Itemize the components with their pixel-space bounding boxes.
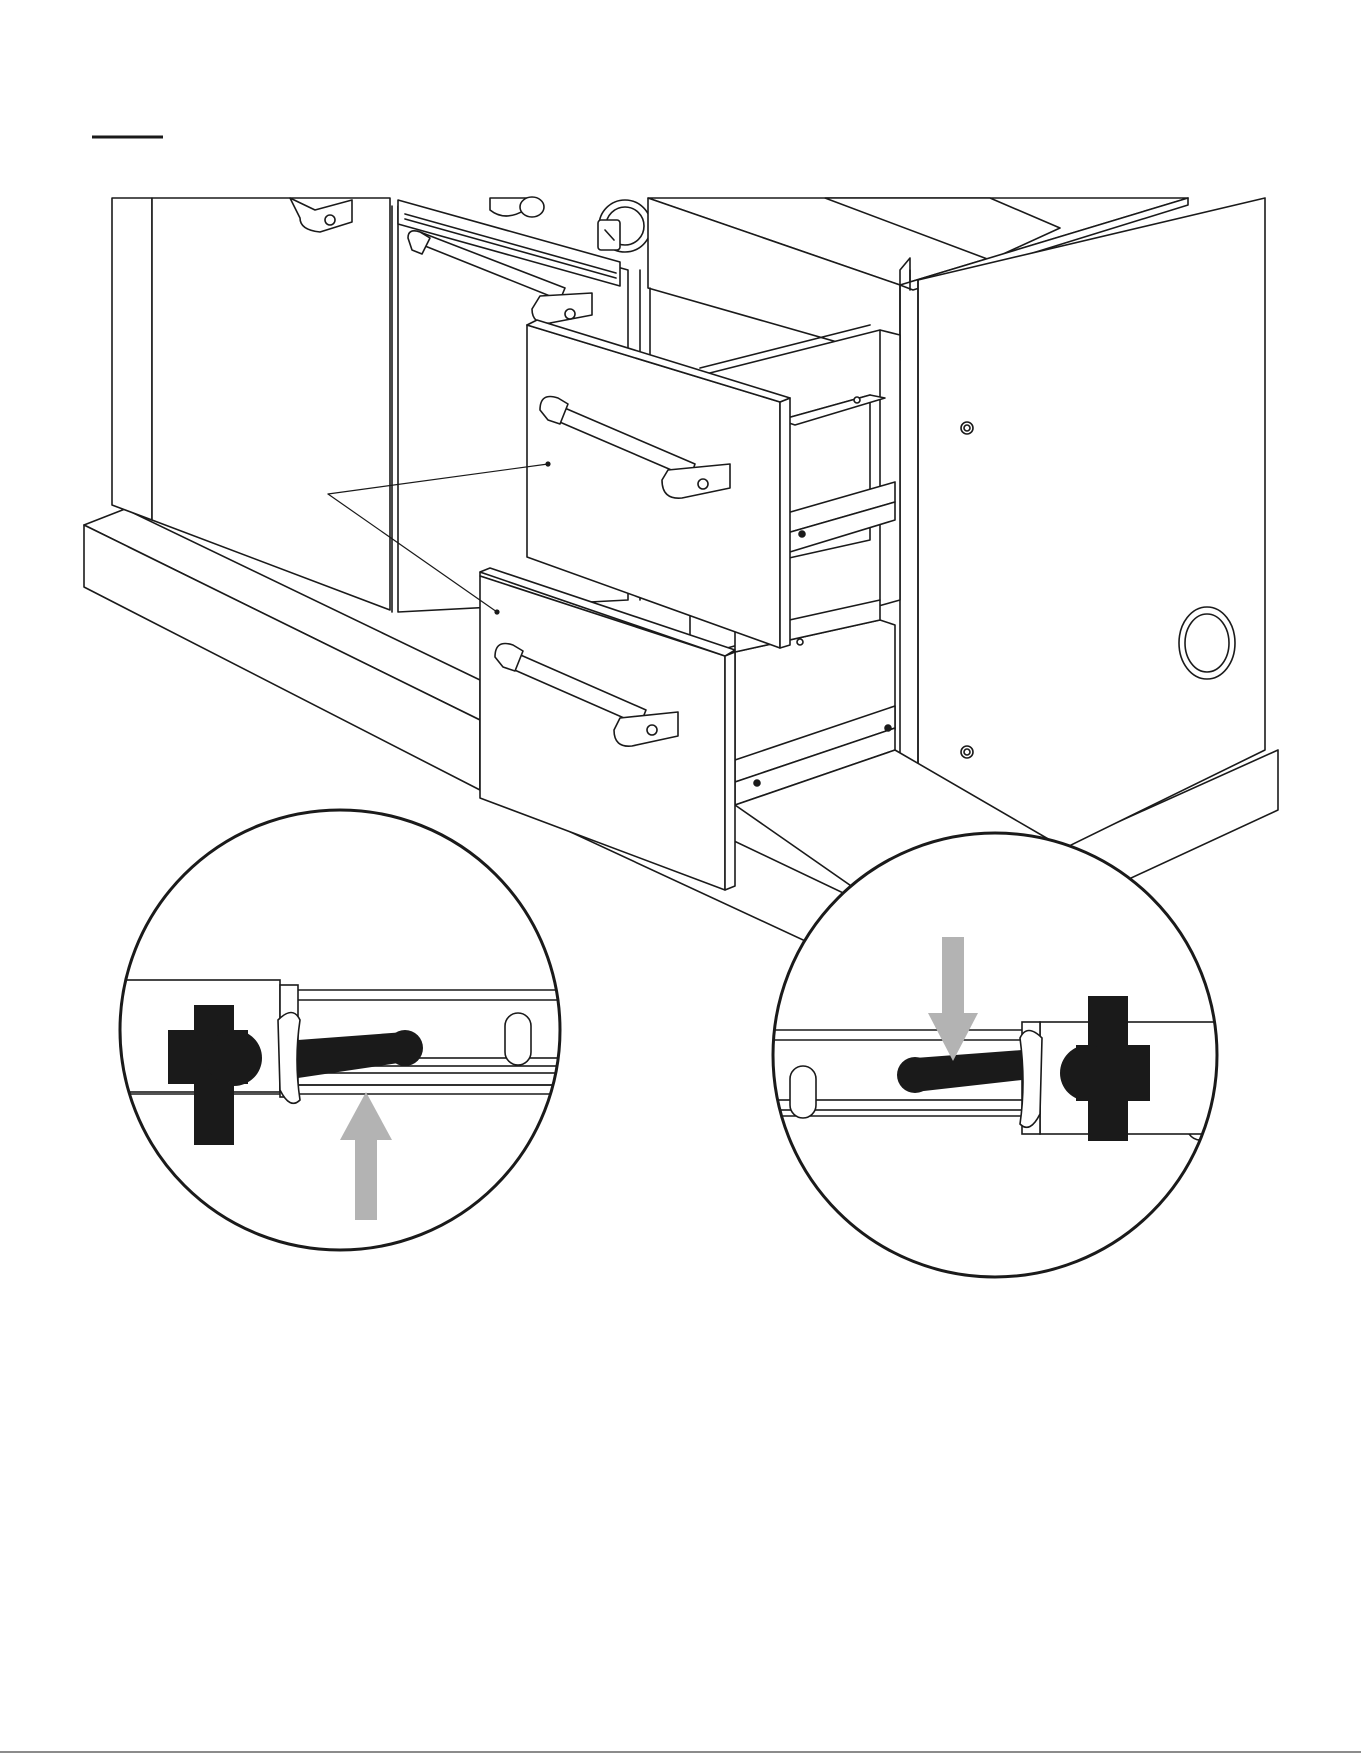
detail-release-lever-up bbox=[100, 800, 620, 1280]
